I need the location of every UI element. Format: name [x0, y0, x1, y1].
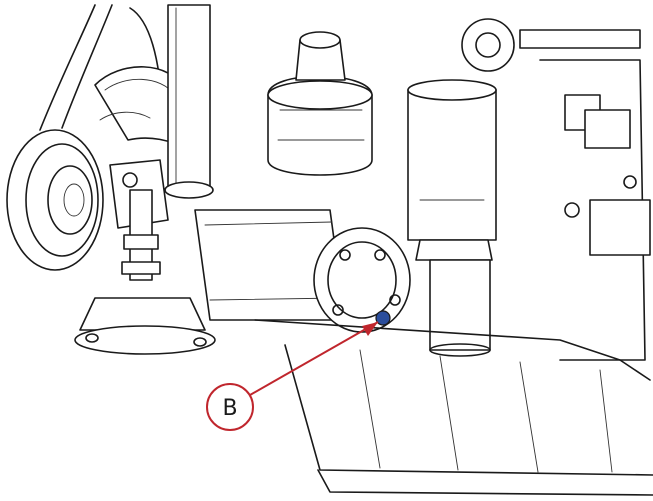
starter-motor — [194, 209, 411, 333]
engine-mount — [74, 159, 216, 355]
callout-label: B — [222, 396, 237, 421]
oil-filter-housing — [267, 31, 373, 176]
fuel-pump — [461, 18, 641, 72]
callout-leader-line — [249, 321, 379, 396]
oil-pan — [254, 319, 653, 496]
callout-circle — [206, 383, 254, 431]
callout-arrowhead — [362, 322, 378, 336]
drain-plug-marker — [375, 310, 391, 326]
vertical-pipe — [164, 4, 214, 199]
crank-pulley — [6, 129, 104, 271]
fuel-filter — [407, 79, 497, 357]
engine-block-right — [539, 59, 651, 361]
